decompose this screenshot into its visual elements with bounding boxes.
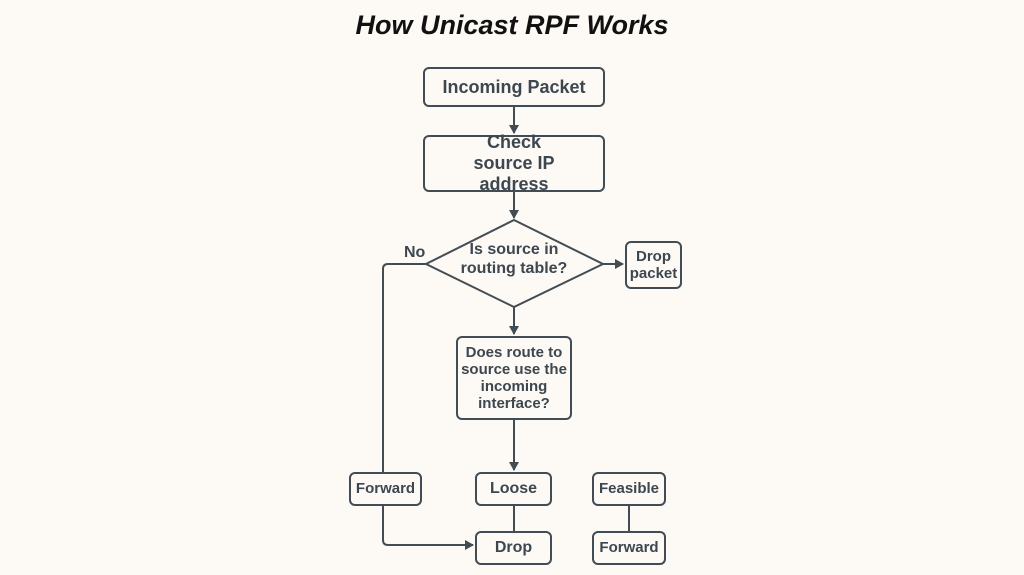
node-label: Drop packet <box>629 247 678 282</box>
diagram-title: How Unicast RPF Works <box>355 10 669 40</box>
decision-text: Is source in routing table? <box>460 241 568 278</box>
node-label: Drop <box>494 538 533 556</box>
node-label: Forward <box>355 480 416 498</box>
node-drop-packet: Drop packet <box>625 241 682 289</box>
node-loose: Loose <box>475 472 552 506</box>
node-label: Feasible <box>598 480 660 498</box>
edge-no-branch <box>382 263 426 472</box>
edge-forward-to-drop <box>382 505 474 550</box>
node-label: Check source IP address <box>473 132 555 194</box>
node-forward-left: Forward <box>349 472 422 506</box>
node-label: Forward <box>599 539 659 557</box>
node-label: Loose <box>489 479 538 497</box>
node-label: Incoming Packet <box>442 76 586 97</box>
node-feasible: Feasible <box>592 472 666 506</box>
node-forward-right: Forward <box>592 531 666 565</box>
node-incoming-packet: Incoming Packet <box>423 67 605 107</box>
edge-label-no: No <box>404 244 426 261</box>
node-drop: Drop <box>475 531 552 565</box>
node-route-check: Does route to source use the incoming in… <box>456 336 572 420</box>
node-check-source: Check source IP address <box>423 132 605 194</box>
node-label: Does route to source use the incoming in… <box>461 343 567 413</box>
